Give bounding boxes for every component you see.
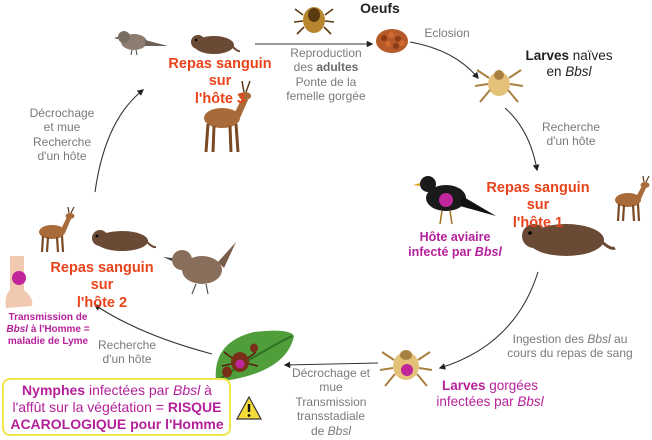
acarological-risk-box (2, 378, 231, 436)
meal-host3: Repas sanguin sur l'hôte 3 (168, 56, 272, 107)
lyme-transmission-label: Transmission de Bbsl à l'Homme = maladie… (6, 312, 90, 347)
tick-eggs-icon (376, 29, 408, 53)
roe-deer-host2-icon (39, 206, 75, 252)
stage-infected-nymphs: Nymphes infectées par Bbsl à l'affût sur… (10, 382, 224, 432)
naive-larva-icon (474, 69, 524, 103)
step-ingestion: Ingestion des Bbsl au cours du repas de … (507, 332, 633, 361)
human-leg-icon (5, 256, 33, 308)
roe-deer-host3-icon (204, 80, 251, 153)
eggs-title: Oeufs (360, 0, 400, 16)
arrow-host1-to-engorged-larvae (438, 271, 539, 370)
vole-host2-icon (92, 230, 156, 251)
engorged-larva-icon (380, 350, 432, 387)
stage-naive-larvae: Larves naïves en Bbsl (525, 48, 613, 80)
step-eclosion: Eclosion (424, 26, 470, 40)
avian-host-label: Hôte aviaire infecté par Bbsl (408, 230, 502, 259)
arrow-nymphs-to-host2 (93, 304, 213, 355)
leaf-with-nymphs-icon (215, 330, 294, 383)
step-reproduction: Reproduction des adultes Ponte de la fem… (286, 46, 366, 104)
vole-icon (191, 35, 240, 54)
vole-host1-icon (522, 224, 616, 256)
arrow-larvae-to-host1 (504, 107, 540, 172)
arrow-larvae-to-nymphs (283, 361, 379, 369)
roe-deer-host1-icon (615, 176, 650, 222)
step-host-search-right: Recherche d'un hôte (541, 120, 601, 149)
step-moult-host-search: Décrochage et mue Recherche d'un hôte (29, 106, 95, 164)
meal-host1: Repas sanguin sur l'hôte 1 (486, 180, 590, 231)
arrow-host2-to-host3 (94, 89, 145, 193)
step-moult-transstadial: Décrochage et mue Transmission transstad… (291, 366, 371, 438)
adult-tick-icon (294, 7, 334, 35)
sparrow-icon (114, 31, 168, 56)
meal-host2: Repas sanguin sur l'hôte 2 (50, 260, 154, 311)
step-host-search-left: Recherche d'un hôte (97, 338, 157, 367)
wren-icon (163, 242, 236, 294)
blackbird-infected-icon (413, 176, 496, 225)
arrow-eggs-to-larvae (409, 41, 479, 80)
stage-engorged-larvae: Larves gorgées infectées par Bbsl (436, 378, 544, 410)
warning-icon (236, 396, 262, 420)
